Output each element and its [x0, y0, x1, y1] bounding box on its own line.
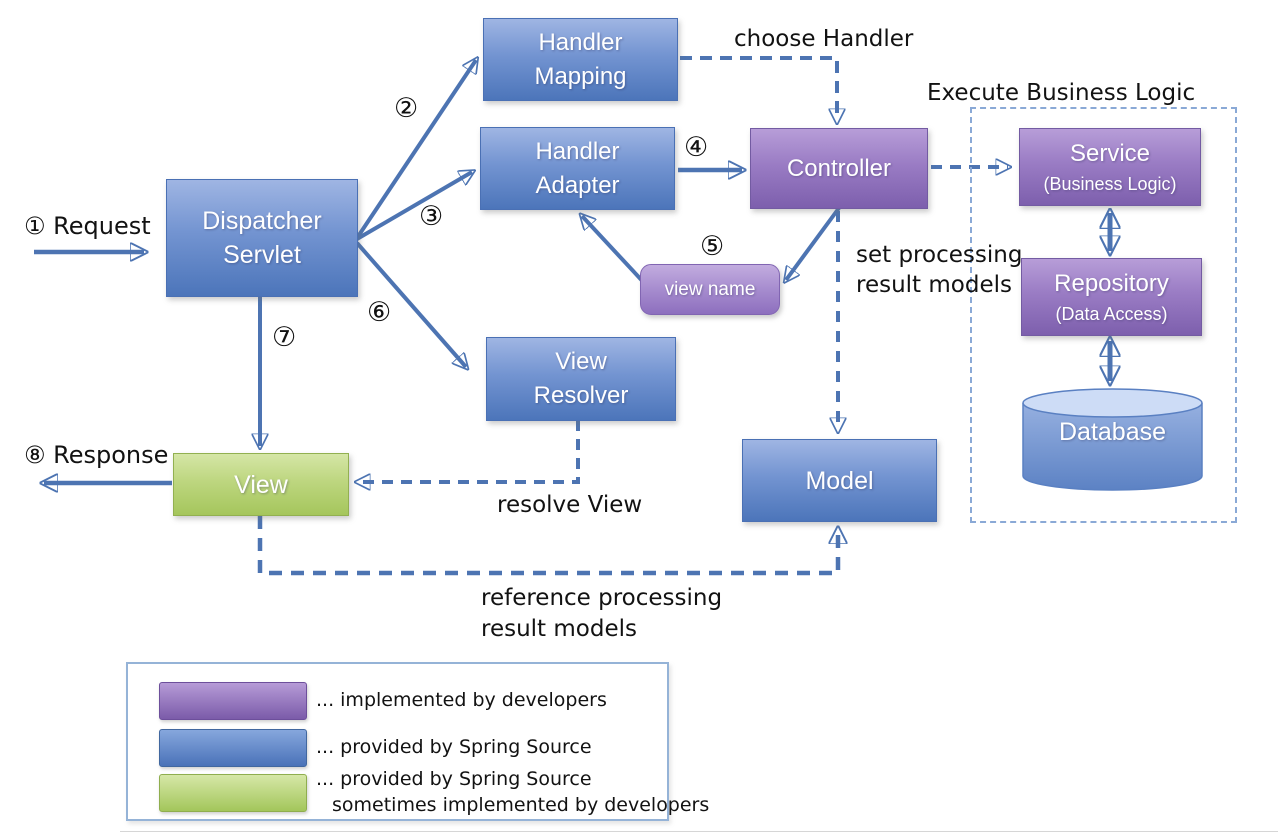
handler-mapping-node: Handler Mapping: [483, 18, 678, 101]
handler-mapping-label-line2: Mapping: [534, 62, 627, 90]
model-label: Model: [805, 466, 874, 495]
handler-adapter-label-line2: Adapter: [535, 171, 620, 199]
legend-swatch-view: [159, 774, 307, 812]
dashed-resolve-view: [358, 420, 580, 482]
view-name-label: view name: [664, 278, 756, 300]
dashed-choose-handler: [680, 56, 837, 121]
set-processing-line1: set processing: [856, 242, 1023, 268]
response-label: ⑧ Response: [24, 441, 169, 469]
arrow-step6-dispatcher-to-view-resolver: [355, 241, 466, 367]
database-label: Database: [1058, 418, 1167, 446]
handler-adapter-label-line1: Handler: [535, 137, 620, 165]
repository-subtitle: (Data Access): [1055, 304, 1168, 324]
request-label: ① Request: [24, 212, 151, 240]
service-subtitle: (Business Logic): [1043, 174, 1177, 194]
legend-text-spring: ... provided by Spring Source: [316, 736, 592, 758]
step-2-badge: ②: [394, 93, 419, 124]
legend-box: ... implemented by developers ... provid…: [126, 662, 709, 821]
execute-business-logic-region: [970, 107, 1237, 523]
service-title: Service: [1069, 140, 1151, 167]
arrow-step3-dispatcher-to-handler-adapter: [355, 172, 472, 241]
step-4-badge: ④: [684, 132, 709, 163]
dispatcher-servlet-node: Dispatcher Servlet: [166, 179, 358, 297]
handler-adapter-node: Handler Adapter: [480, 127, 675, 210]
view-node: View: [173, 453, 349, 516]
legend-text-developers: ... implemented by developers: [316, 689, 607, 711]
database-cylinder-shape: [1022, 388, 1203, 491]
view-name-node: view name: [640, 264, 780, 315]
step-5-badge: ⑤: [700, 231, 725, 262]
reference-processing-label: reference processing result models: [481, 583, 722, 645]
resolve-view-label: resolve View: [497, 492, 643, 518]
reference-processing-line1: reference processing: [481, 585, 723, 611]
arrow-view-name-to-adapter: [582, 216, 650, 289]
reference-processing-line2: result models: [481, 616, 637, 642]
controller-label: Controller: [786, 154, 892, 182]
step-6-badge: ⑥: [367, 297, 392, 328]
handler-mapping-label-line1: Handler: [538, 28, 623, 56]
controller-node: Controller: [750, 128, 928, 209]
view-resolver-node: View Resolver: [486, 337, 676, 421]
legend-swatch-developers: [159, 682, 307, 720]
repository-title: Repository: [1054, 270, 1169, 297]
dispatcher-label-line2: Servlet: [223, 241, 301, 269]
view-resolver-label-line2: Resolver: [533, 382, 629, 409]
repository-node: Repository (Data Access): [1021, 258, 1202, 336]
arrow-controller-to-view-name: [786, 206, 841, 280]
legend-text-view-line1: ... provided by Spring Source: [316, 768, 592, 790]
set-processing-label: set processing result models: [856, 240, 1022, 300]
model-node: Model: [742, 439, 937, 522]
choose-handler-label: choose Handler: [734, 26, 914, 52]
arrow-step2-dispatcher-to-handler-mapping: [355, 60, 476, 240]
service-node: Service (Business Logic): [1019, 128, 1201, 206]
step-7-badge: ⑦: [272, 322, 297, 353]
legend-swatch-spring: [159, 729, 307, 767]
database-cylinder: Database: [1022, 388, 1203, 492]
view-label: View: [234, 470, 288, 499]
set-processing-line2: result models: [856, 272, 1012, 298]
bottom-divider-line: [120, 831, 1278, 832]
dashed-view-reference-model: [257, 516, 838, 576]
view-resolver-label-line1: View: [555, 348, 607, 375]
dispatcher-label-line1: Dispatcher: [202, 207, 322, 235]
step-3-badge: ③: [419, 201, 444, 232]
execute-business-logic-label: Execute Business Logic: [927, 80, 1196, 106]
legend-text-view-line2: sometimes implemented by developers: [332, 794, 710, 816]
